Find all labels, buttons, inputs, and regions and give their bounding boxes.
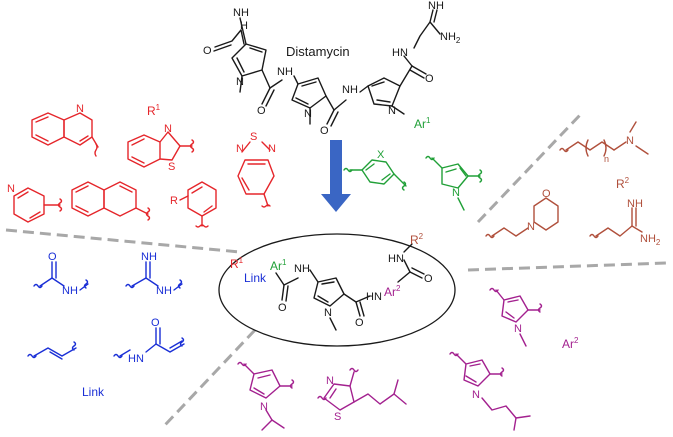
amidine-nh2: NH2 [440, 31, 461, 45]
pyrrole2-n: N [304, 108, 312, 120]
benzothiazole-s: S [168, 161, 175, 173]
acrylamide-link-fragment: HN O [113, 317, 185, 365]
scaffold-hn2: HN [388, 253, 404, 265]
scaffold-ar1: Ar1 [270, 258, 287, 273]
scaffold-r1: R1 [230, 256, 244, 271]
vinyl-link-fragment [27, 341, 77, 360]
acrylamide-link-o: O [151, 317, 160, 329]
scaffold-o3: O [424, 273, 433, 285]
amide2-nh: NH [342, 84, 358, 96]
morpholine-o: O [542, 188, 551, 200]
r1-fragments: R1 N N S S N N [7, 103, 276, 228]
scaffold-link: Link [244, 271, 267, 285]
thiazole-s: S [334, 411, 341, 423]
benzothiadiazole-fragment: S N N [236, 131, 276, 208]
pyrrole3-n: N [388, 105, 396, 117]
phenylene-fragment: X [343, 149, 407, 191]
divider-left [5, 228, 241, 254]
benzothiadiazole-n2: N [268, 143, 276, 155]
scaffold-ar2: Ar2 [384, 284, 401, 299]
propylamidine-fragment: NH NH2 [589, 198, 661, 247]
ar2-pyrrole-n3: N [472, 389, 480, 401]
ar1-label: Ar1 [414, 116, 431, 131]
morpholinoethyl-fragment: N O [485, 188, 559, 239]
scaffold-o1: O [278, 302, 287, 314]
ar2-thiazole: N S [317, 367, 407, 423]
ar1-pyrrole-n: N [452, 187, 460, 199]
ar2-fragments: Ar2 N N [237, 287, 579, 431]
dimethylamine-n: N [626, 135, 634, 147]
formyl-o: O [203, 45, 212, 57]
ar2-n-isopentylpyrrole: N [449, 351, 531, 431]
pyrrole1-n: N [236, 76, 244, 88]
thiazole-n: N [326, 375, 334, 387]
central-scaffold: R1 Link Ar1 O NH N O HN Ar2 O HN R2 [218, 232, 456, 347]
ar2-n-methylpyrrole: N [489, 287, 543, 347]
pyridine-n: N [7, 183, 15, 195]
amide3-o: O [425, 73, 434, 85]
pyridine-fragment: N [7, 183, 63, 223]
ar1-pyrrole-fragment: N [425, 155, 483, 211]
amidine-nh-r2: NH [627, 198, 643, 210]
formyl-nh: NH [233, 7, 249, 19]
quinoline-n: N [76, 103, 84, 115]
divider-upper-right [476, 113, 582, 224]
morpholine-n: N [527, 221, 535, 233]
chain-n-subscript: n [604, 154, 609, 164]
amide1-o: O [257, 105, 266, 117]
r2-fragments: R2 n N N O NH NH2 [485, 121, 661, 247]
amidine-link-nh-top: NH [141, 251, 157, 263]
phenyl-fragment: R [170, 181, 217, 228]
ar2-pyrrole-n1: N [514, 323, 522, 335]
amidine-link-fragment: NH NH [125, 251, 183, 297]
scaffold-pyrrole-n: N [324, 307, 332, 319]
r1-label: R1 [147, 103, 161, 118]
scaffold-o2: O [355, 317, 364, 329]
phenylene-x: X [377, 149, 385, 161]
link-label: Link [82, 385, 105, 399]
divider-right [467, 261, 668, 272]
dimethylaminoalkyl-fragment: n N [559, 121, 649, 164]
scaffold-r2: R2 [410, 232, 424, 247]
benzothiadiazole-s: S [250, 131, 257, 143]
ar2-n-isopropylpyrrole: N [237, 361, 295, 431]
amide-link-fragment: O NH [33, 251, 89, 297]
ar2-pyrrole-n2: N [260, 401, 268, 413]
benzothiazole-n: N [164, 123, 172, 135]
amide-link-nh: NH [62, 285, 78, 297]
distamycin-structure: O H NH N O NH N O NH N [203, 0, 461, 137]
benzothiadiazole-n1: N [236, 143, 244, 155]
amide3-hn: HN [392, 47, 408, 59]
scaffold-nh1: NH [294, 263, 310, 275]
ar1-fragments: Ar1 X N [343, 116, 483, 211]
divider-bottom [163, 328, 257, 427]
naphthalene-fragment [71, 181, 151, 221]
acrylamide-link-hn: HN [128, 353, 144, 365]
divider-lines [5, 113, 668, 427]
amidine-nh: NH [428, 0, 444, 12]
ar2-label: Ar2 [562, 336, 579, 351]
down-arrow [321, 140, 351, 212]
amide1-nh: NH [277, 66, 293, 78]
scaffold-hn: HN [366, 291, 382, 303]
amide-link-o: O [48, 251, 57, 263]
phenyl-r: R [170, 195, 178, 207]
distamycin-title: Distamycin [286, 44, 350, 59]
link-fragments: Link O NH NH NH [27, 251, 185, 399]
r2-label: R2 [616, 176, 630, 191]
benzothiazole-fragment: N S [127, 123, 195, 173]
quinoline-fragment: N [31, 103, 99, 157]
amide2-o: O [320, 125, 329, 137]
amidine-link-nh: NH [156, 285, 172, 297]
amidine-nh2-r2: NH2 [640, 233, 661, 247]
formyl-h: H [240, 20, 248, 32]
